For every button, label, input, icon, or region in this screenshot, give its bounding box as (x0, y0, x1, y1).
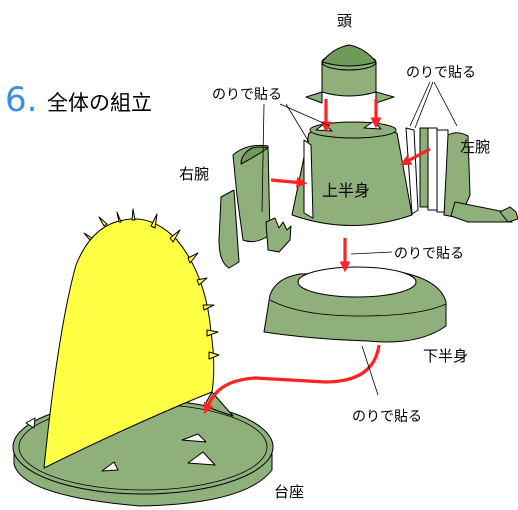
backdrop-part (25, 208, 234, 472)
label-left-arm: 左腕 (460, 138, 490, 156)
label-glue-head-right: のりで貼る (406, 65, 476, 81)
left-arm-part (419, 127, 518, 223)
head-part (305, 44, 395, 104)
label-head: 頭 (337, 12, 352, 30)
upper-body-part (291, 120, 419, 226)
label-lower-body: 下半身 (423, 347, 468, 365)
label-base: 台座 (274, 483, 304, 501)
label-glue-middle: のりで貼る (394, 246, 464, 262)
leader-lines (261, 81, 458, 396)
step-title: 全体の組立 (47, 91, 152, 115)
right-arm-part (218, 144, 292, 269)
lower-body-part (263, 266, 447, 343)
label-right-arm: 右腕 (179, 165, 209, 183)
label-upper-body: 上半身 (322, 181, 370, 200)
arrow-base (204, 344, 381, 414)
arrow-left-arm (400, 147, 431, 166)
arrow-right-arm (270, 176, 308, 188)
step-number: 6. (5, 80, 37, 120)
label-glue-bottom: のりで貼る (352, 409, 422, 425)
label-glue-head-left: のりで貼る (212, 87, 282, 103)
assembly-arrows (204, 99, 431, 414)
